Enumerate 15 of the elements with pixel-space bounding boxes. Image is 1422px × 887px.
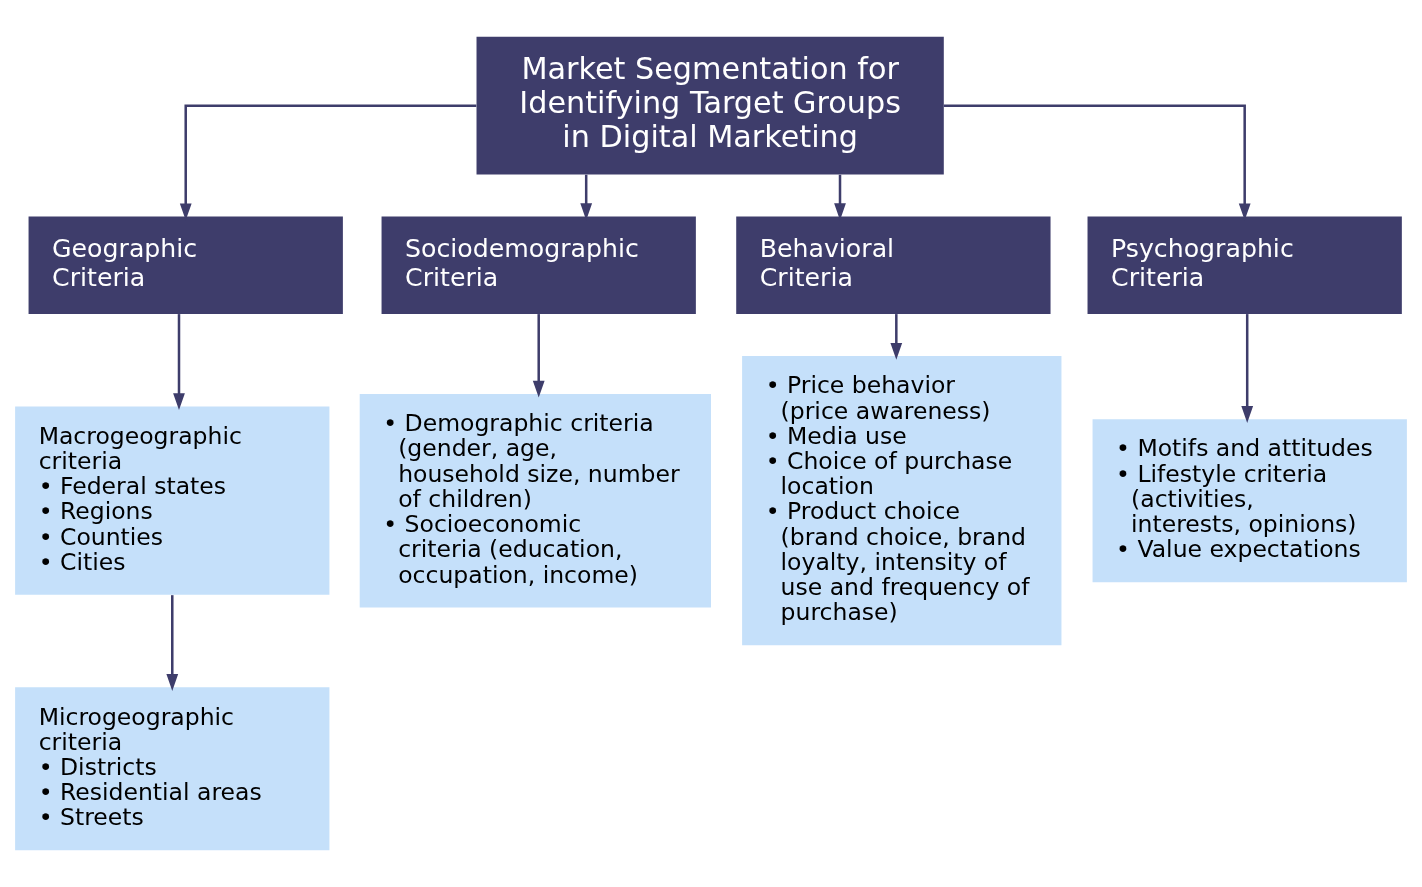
node-box: Behavioral Criteria [736,216,1051,315]
arrow [532,314,545,398]
node-box: Market Segmentation for Identifying Target Groups in Digital Marketing [476,36,944,175]
arrow [166,595,179,691]
node-box: Geographic Criteria [28,216,343,315]
arrow [890,314,903,360]
node-box: • Price behavior (price awareness) • Media use • Choice of purchase location • Product choice (brand choice, brand loyalty, intensity of use and frequency of purchase) [742,356,1062,646]
node-box: Macrogeographic criteria • Federal states • Regions • Counties • Cities [15,406,330,595]
arrow [1241,314,1254,423]
arrow [173,314,185,411]
node-box: Psychographic Criteria [1087,216,1402,315]
node-box: Microgeographic criteria • Districts • Residential areas • Streets [15,687,330,851]
node-box: Sociodemographic Criteria [381,216,696,315]
node-box: • Motifs and attitudes • Lifestyle criteria (activities, interests, opinions) • Value expectations [1092,419,1407,583]
node-box: • Demographic criteria (gender, age, household size, number of children) • Socioeconomic criteria (education, occupation, income) [359,393,711,608]
